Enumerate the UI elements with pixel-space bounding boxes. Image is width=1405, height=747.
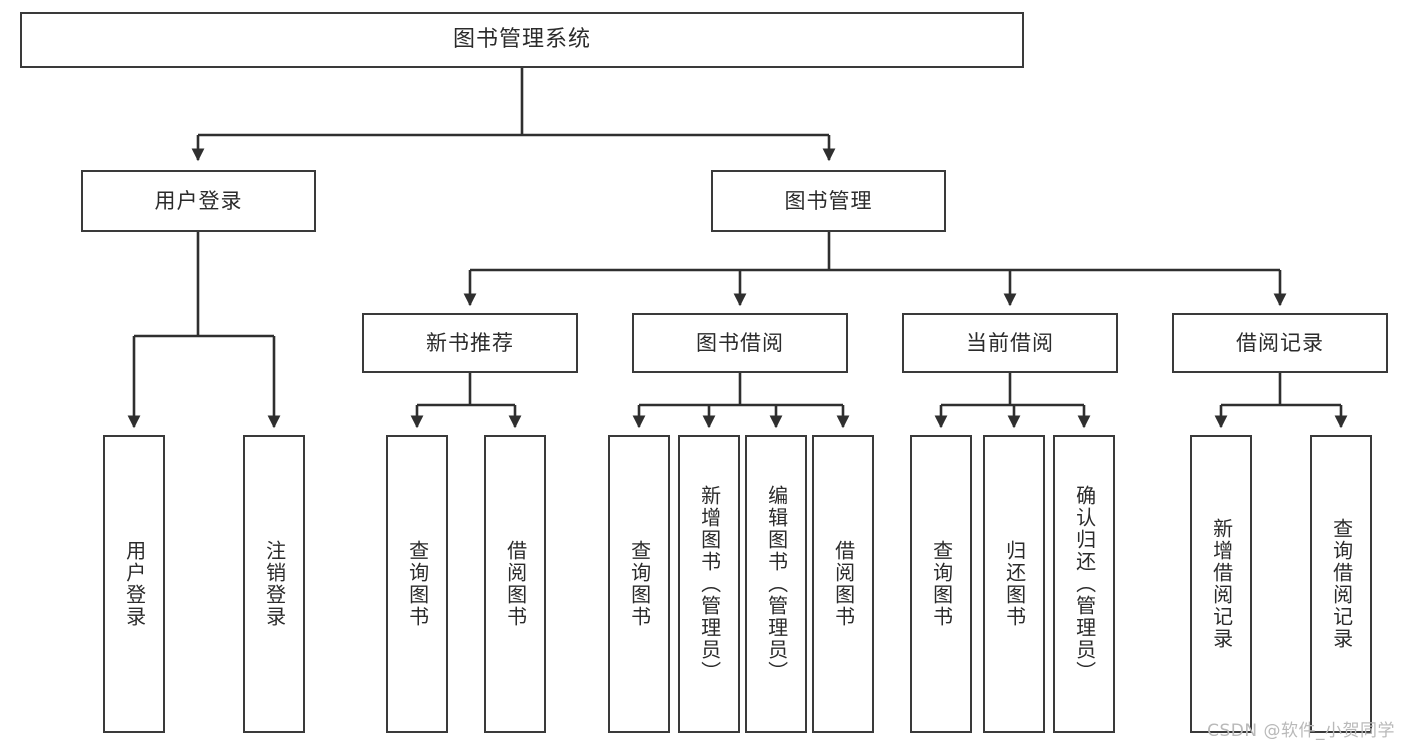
leaf-user-login[interactable]: 用户登录 bbox=[103, 435, 165, 733]
node-current-borrow[interactable]: 当前借阅 bbox=[902, 313, 1118, 373]
leaf-query-borrow-record[interactable]: 查询借阅记录 bbox=[1310, 435, 1372, 733]
leaf-borrow-book-recommend-label: 借阅图书 bbox=[503, 540, 528, 628]
node-root[interactable]: 图书管理系统 bbox=[20, 12, 1024, 68]
leaf-add-borrow-record[interactable]: 新增借阅记录 bbox=[1190, 435, 1252, 733]
node-book-borrow[interactable]: 图书借阅 bbox=[632, 313, 848, 373]
node-root-label: 图书管理系统 bbox=[452, 27, 591, 52]
leaf-edit-book-label: 编辑图书（管理员） bbox=[764, 485, 789, 683]
leaf-confirm-return-label: 确认归还（管理员） bbox=[1072, 485, 1097, 683]
leaf-user-login-label: 用户登录 bbox=[122, 540, 147, 628]
node-book-manage[interactable]: 图书管理 bbox=[711, 170, 946, 232]
node-current-borrow-label: 当前借阅 bbox=[966, 330, 1054, 355]
leaf-return-book[interactable]: 归还图书 bbox=[983, 435, 1045, 733]
leaf-query-book-current[interactable]: 查询图书 bbox=[910, 435, 972, 733]
leaf-borrow-book-label: 借阅图书 bbox=[831, 540, 856, 628]
leaf-user-logout[interactable]: 注销登录 bbox=[243, 435, 305, 733]
csdn-watermark: CSDN @软件_小贺同学 bbox=[1207, 721, 1395, 741]
leaf-query-book-recommend[interactable]: 查询图书 bbox=[386, 435, 448, 733]
leaf-query-borrow-record-label: 查询借阅记录 bbox=[1329, 518, 1354, 650]
node-book-manage-label: 图书管理 bbox=[784, 188, 873, 213]
leaf-borrow-book-recommend[interactable]: 借阅图书 bbox=[484, 435, 546, 733]
node-borrow-record-label: 借阅记录 bbox=[1236, 330, 1324, 355]
leaf-edit-book[interactable]: 编辑图书（管理员） bbox=[745, 435, 807, 733]
leaf-user-logout-label: 注销登录 bbox=[262, 540, 287, 628]
leaf-add-book[interactable]: 新增图书（管理员） bbox=[678, 435, 740, 733]
leaf-add-borrow-record-label: 新增借阅记录 bbox=[1209, 518, 1234, 650]
leaf-query-book-recommend-label: 查询图书 bbox=[405, 540, 430, 628]
leaf-return-book-label: 归还图书 bbox=[1002, 540, 1027, 628]
leaf-query-book-borrow[interactable]: 查询图书 bbox=[608, 435, 670, 733]
leaf-confirm-return[interactable]: 确认归还（管理员） bbox=[1053, 435, 1115, 733]
node-book-borrow-label: 图书借阅 bbox=[696, 330, 784, 355]
node-new-book-recommend[interactable]: 新书推荐 bbox=[362, 313, 578, 373]
leaf-query-book-current-label: 查询图书 bbox=[929, 540, 954, 628]
node-borrow-record[interactable]: 借阅记录 bbox=[1172, 313, 1388, 373]
node-new-book-recommend-label: 新书推荐 bbox=[426, 330, 514, 355]
leaf-add-book-label: 新增图书（管理员） bbox=[697, 485, 722, 683]
node-user-login[interactable]: 用户登录 bbox=[81, 170, 316, 232]
leaf-borrow-book[interactable]: 借阅图书 bbox=[812, 435, 874, 733]
leaf-query-book-borrow-label: 查询图书 bbox=[627, 540, 652, 628]
node-user-login-label: 用户登录 bbox=[154, 188, 243, 213]
